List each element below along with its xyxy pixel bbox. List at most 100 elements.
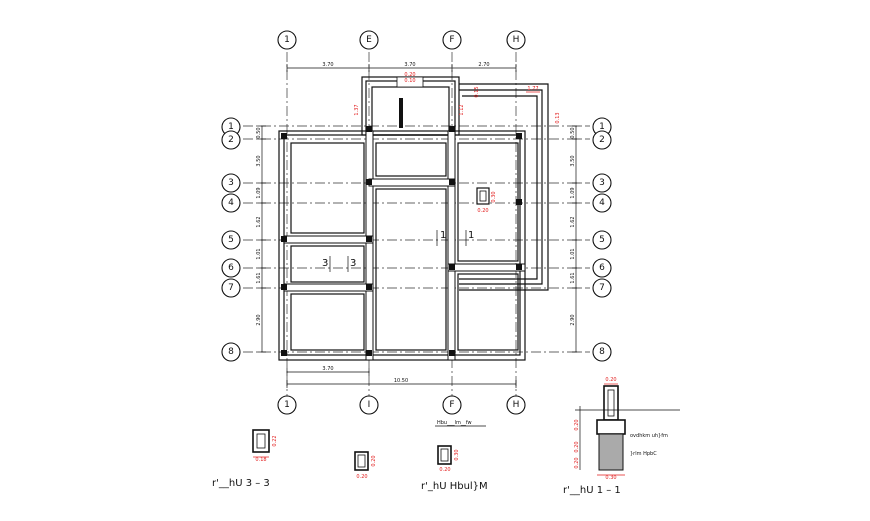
dimension-text-top-3: 2.70 — [478, 62, 489, 68]
svg-text:0.20: 0.20 — [605, 377, 616, 383]
detail-c-label-1: ovdhkm uh}fm — [630, 433, 668, 439]
svg-text:0.18: 0.18 — [255, 457, 266, 463]
column — [281, 236, 287, 242]
svg-text:6: 6 — [599, 263, 605, 273]
svg-text:3: 3 — [599, 178, 605, 188]
detail-a-caption: r'__hU 3 – 3 — [212, 478, 270, 489]
svg-text:4: 4 — [228, 198, 234, 208]
grid-bubble-left-5: 5 — [221, 230, 241, 250]
svg-text:0.20: 0.20 — [404, 72, 415, 78]
svg-text:8: 8 — [599, 347, 605, 357]
grid-bubble-bottom-h: H — [506, 395, 526, 415]
svg-text:0.20: 0.20 — [477, 208, 488, 214]
dimension-line-bottom: 3.70 10.50 — [286, 366, 517, 388]
grid-bubble-left-8: 8 — [221, 342, 241, 362]
column — [366, 350, 372, 356]
top-projection-annotations: 0.20 0.10 1.37 1.12 1.77 0.13 0.15 — [354, 72, 561, 124]
detail-c-section: 0.20 0.20 0.20 0.20 0.30 ovdhkm uh}fm }r… — [563, 377, 680, 496]
svg-text:0.50: 0.50 — [256, 127, 262, 138]
column — [281, 350, 287, 356]
svg-text:0.20: 0.20 — [439, 467, 450, 473]
column — [281, 284, 287, 290]
column — [399, 98, 403, 128]
dimension-line-left: 0.50 3.50 1.09 1.62 1.01 1.61 2.90 — [256, 125, 266, 353]
grid-bubble-left-4: 4 — [221, 193, 241, 213]
column — [366, 126, 372, 132]
svg-text:I: I — [368, 400, 371, 410]
column — [366, 236, 372, 242]
column — [516, 264, 522, 270]
svg-text:3.50: 3.50 — [256, 155, 262, 166]
svg-text:0.20: 0.20 — [356, 474, 367, 480]
grid-bubble-right-4: 4 — [592, 193, 612, 213]
svg-text:1.01: 1.01 — [256, 248, 262, 259]
grid-bubble-left-3: 3 — [221, 173, 241, 193]
svg-text:5: 5 — [599, 235, 605, 245]
svg-text:1.09: 1.09 — [256, 187, 262, 198]
column — [449, 264, 455, 270]
svg-text:H: H — [513, 400, 520, 410]
svg-text:1: 1 — [228, 122, 234, 132]
grid-bubble-right-5: 5 — [592, 230, 612, 250]
svg-text:H: H — [513, 35, 520, 45]
svg-text:1: 1 — [468, 230, 474, 241]
grid-bubble-top-1: 1 — [277, 30, 297, 50]
column — [449, 179, 455, 185]
dimension-line-right: 0.50 3.50 1.09 1.62 1.01 1.61 2.90 — [570, 125, 580, 353]
column — [516, 199, 522, 205]
grid-bubble-right-8: 8 — [592, 342, 612, 362]
svg-text:2: 2 — [228, 135, 234, 145]
column — [366, 179, 372, 185]
detail-b-caption: r'_hU Hbul}M — [421, 481, 488, 492]
svg-text:1.77: 1.77 — [527, 86, 538, 92]
grid-bubble-right-2: 2 — [592, 130, 612, 150]
svg-text:0.30: 0.30 — [605, 475, 616, 481]
svg-text:1.37: 1.37 — [354, 104, 360, 115]
svg-text:1.62: 1.62 — [256, 216, 262, 227]
svg-text:0.20: 0.20 — [574, 457, 580, 468]
grid-bubble-top-f: F — [442, 30, 462, 50]
svg-text:0.22: 0.22 — [272, 435, 278, 446]
dimension-text-bottom-total: 10.50 — [394, 378, 408, 384]
grid-bubble-bottom-i: I — [359, 395, 379, 415]
dimension-text-top-2: 3.70 — [404, 62, 415, 68]
svg-text:7: 7 — [228, 283, 234, 293]
svg-text:0.10: 0.10 — [404, 78, 415, 84]
svg-text:2.90: 2.90 — [256, 314, 262, 325]
detail-c-label-2: }rlm HpbC — [630, 451, 657, 457]
svg-text:4: 4 — [599, 198, 605, 208]
svg-text:3: 3 — [322, 258, 328, 269]
detail-small-section: 0.20 0.20 — [354, 451, 377, 480]
column — [449, 126, 455, 132]
grid-bubble-left-2: 2 — [221, 130, 241, 150]
svg-text:1: 1 — [284, 400, 290, 410]
grid-bubble-right-7: 7 — [592, 278, 612, 298]
svg-text:1: 1 — [440, 230, 446, 241]
svg-text:0.30: 0.30 — [454, 449, 460, 460]
detail-a-section: 0.22 0.18 r'__hU 3 – 3 — [212, 429, 278, 489]
dimension-text-top-1: 3.70 — [322, 62, 333, 68]
svg-text:3: 3 — [228, 178, 234, 188]
detail-b-header: Hbu___lm__fw — [437, 420, 472, 426]
column — [281, 133, 287, 139]
svg-text:2: 2 — [599, 135, 605, 145]
svg-text:E: E — [366, 35, 372, 45]
column-detail-mark: 0.30 0.20 — [476, 187, 497, 214]
dimension-line-top: 3.70 3.70 2.70 — [286, 62, 517, 72]
svg-text:1: 1 — [284, 35, 290, 45]
svg-text:1.01: 1.01 — [570, 248, 576, 259]
svg-text:1.62: 1.62 — [570, 216, 576, 227]
grid-bubble-bottom-1: 1 — [277, 395, 297, 415]
section-mark-1-1: 1 1 — [436, 230, 474, 246]
svg-text:F: F — [449, 400, 454, 410]
detail-c-caption: r'__hU 1 – 1 — [563, 485, 621, 496]
grid-bubble-right-3: 3 — [592, 173, 612, 193]
svg-text:1.12: 1.12 — [459, 104, 465, 115]
svg-text:1.61: 1.61 — [256, 272, 262, 283]
svg-text:1.61: 1.61 — [570, 272, 576, 283]
svg-text:3: 3 — [350, 258, 356, 269]
svg-text:0.30: 0.30 — [491, 191, 497, 202]
dimension-text-bottom-partial: 3.70 — [322, 366, 333, 372]
svg-text:7: 7 — [599, 283, 605, 293]
